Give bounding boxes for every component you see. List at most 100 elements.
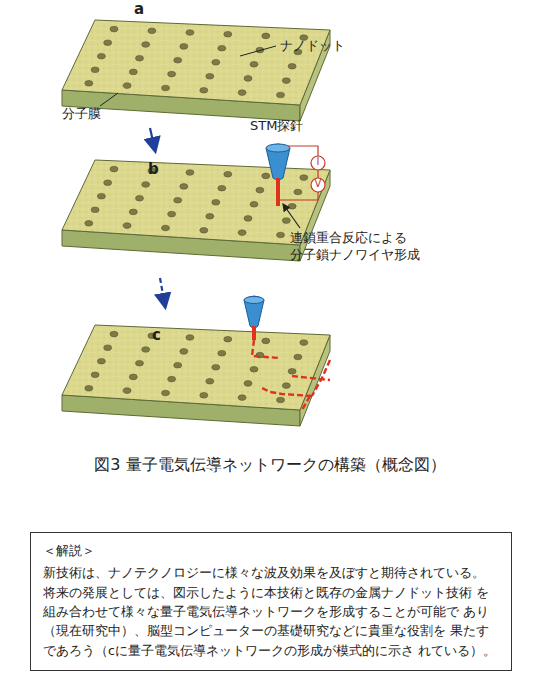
leader-line [100,93,118,106]
nanodot [224,171,232,177]
slab-top [62,325,330,410]
nanodot [250,62,258,68]
nanodot [97,193,105,199]
label: I [314,155,322,168]
nanodot [282,218,290,224]
stm-tip [266,144,325,206]
nanodot [262,338,270,344]
nanodot [91,67,99,73]
nanodot [244,216,252,222]
label: 分子膜 [62,106,101,123]
molecular-film-slab [62,160,330,261]
nanodot [97,358,105,364]
nanodot [262,33,270,39]
label: 連鎖重合反応による 分子鎖ナノワイヤ形成 [290,230,424,264]
figure-caption: 図3 量子電気伝導ネットワークの構築（概念図） [0,455,540,476]
nanodot [123,223,131,229]
nanodot [85,386,93,392]
nanodot [174,362,182,368]
nanodot [294,189,302,195]
nanodot [168,71,176,77]
nanodot [200,393,208,399]
nanodot [200,228,208,234]
nanodot [294,354,302,360]
nanodot [168,211,176,217]
label: STM探針 [250,118,303,135]
nanodot [277,92,285,98]
nanodot [180,184,188,190]
nanowire-network [252,340,330,410]
nanodot [200,88,208,94]
nanodot [123,83,131,89]
nanodot [104,180,112,186]
stm-tip [244,296,264,340]
nanodot [91,207,99,213]
nanodot [256,187,264,193]
box-body: 新技術は、ナノテクノロジーに様々な波及効果を及ぼすと期待されている。 将来の発展… [43,563,499,660]
nanodot [136,195,144,201]
nanodot [262,173,270,179]
nanodot [129,209,137,215]
nanodot [206,74,214,80]
nanodot [300,340,308,346]
nanodot [250,367,258,373]
nanodot [224,336,232,342]
nanodot [91,372,99,378]
nanodot [162,390,170,396]
nanodot [244,381,252,387]
nanodot [244,76,252,82]
nanodot [97,53,105,59]
label: c [152,326,161,346]
nanodot [123,388,131,394]
nanodot [110,331,118,337]
nanodot [174,57,182,63]
nanodot [218,185,226,191]
box-heading: ＜解説＞ [43,541,499,561]
nanodot [136,55,144,61]
nanodot [142,347,150,353]
molecular-film-slab [62,325,330,426]
nanodot [85,81,93,87]
nanodot [85,221,93,227]
nanodot [218,45,226,51]
nanodot [186,30,194,36]
nanodot [206,214,214,220]
nanodot [162,85,170,91]
slab-top [62,20,330,105]
nanodot [110,26,118,32]
flow-arrow [160,278,165,306]
nanodot [162,225,170,231]
nanodot [186,170,194,176]
nanodot [129,374,137,380]
label: b [148,160,159,180]
nanodot [238,90,246,96]
label: V [314,177,322,190]
nanodot [180,349,188,355]
nanodot [104,40,112,46]
nanodot [148,28,156,34]
nanodot [142,182,150,188]
nanodot [110,166,118,172]
nanodot [250,202,258,208]
nanodot [142,42,150,48]
nanodot [218,350,226,356]
explanation-box: ＜解説＞新技術は、ナノテクノロジーに様々な波及効果を及ぼすと期待されている。 将… [30,532,512,671]
nanodot [282,78,290,84]
nanodot [206,379,214,385]
nanodot [238,230,246,236]
leader-line [283,204,300,228]
nanodot [288,204,296,210]
nanodot [277,232,285,238]
nanodot [104,345,112,351]
nanodot [129,69,137,75]
molecular-film-slab [62,20,330,121]
label: ナノドット [280,38,345,55]
flow-arrow [150,128,155,150]
nanodot [300,175,308,181]
nanodot [238,395,246,401]
nanodot [212,365,220,371]
slab-top [62,160,330,245]
leader-line [240,46,276,56]
nanodot [288,64,296,70]
nanodot [168,376,176,382]
